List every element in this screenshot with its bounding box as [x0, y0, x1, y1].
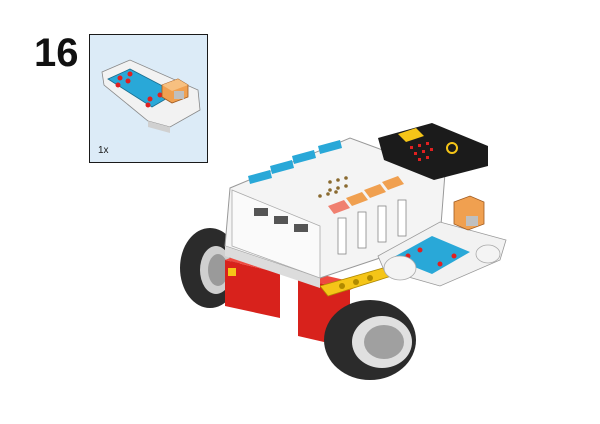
rgb-led-module-icon	[101, 59, 201, 133]
step-number: 16	[34, 31, 79, 75]
part-quantity: 1x	[98, 145, 109, 156]
parts-callout: 1x	[89, 34, 208, 163]
robot-car-assembly-icon	[180, 123, 507, 380]
